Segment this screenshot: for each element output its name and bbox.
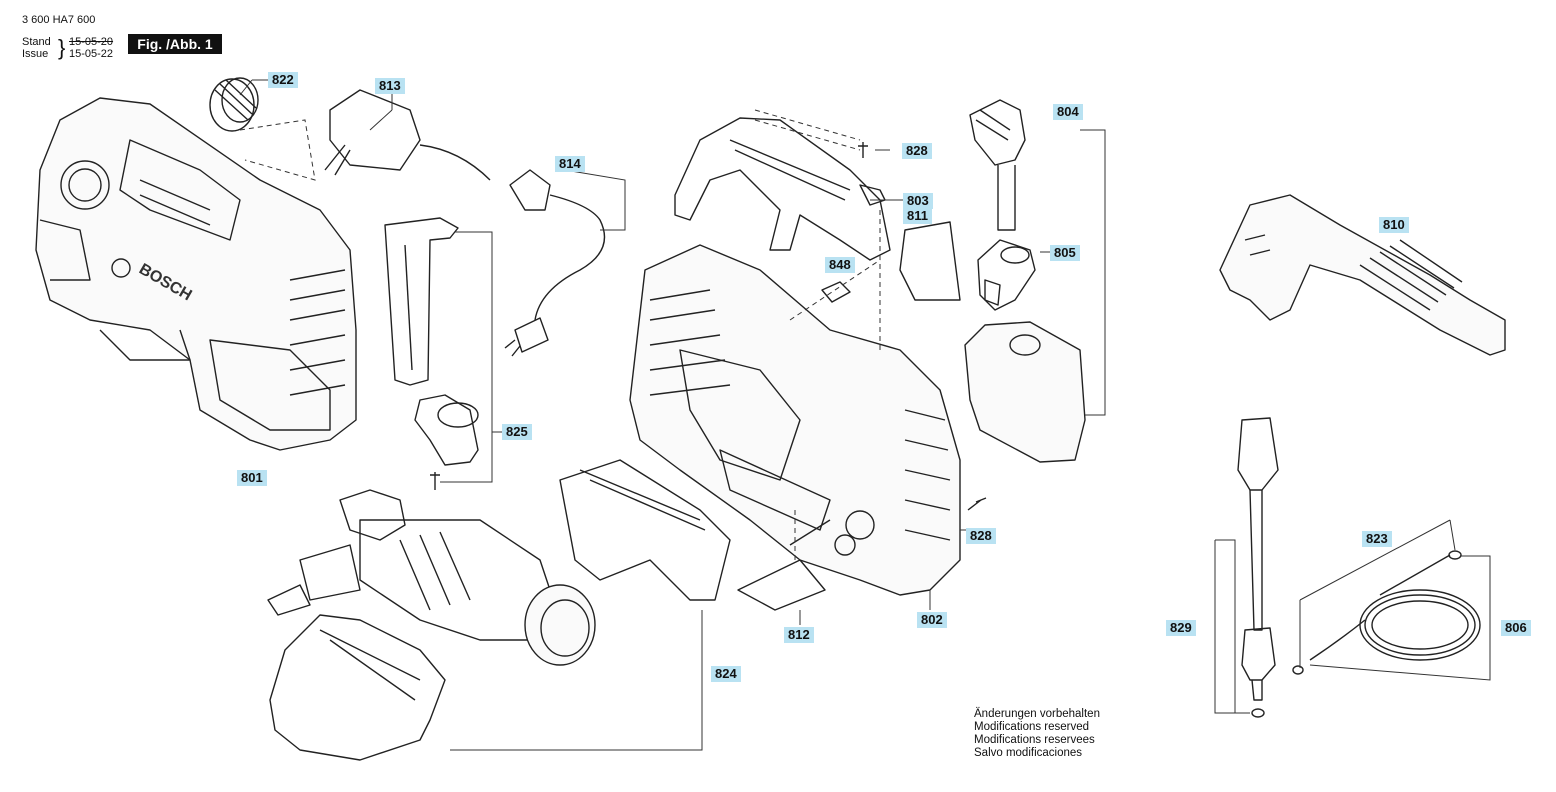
part-label-812: 812 <box>784 627 814 643</box>
part-label-825: 825 <box>502 424 532 440</box>
part-label-801: 801 <box>237 470 267 486</box>
hose-drawing <box>1251 550 1481 718</box>
power-cord-drawing <box>504 169 606 357</box>
spray-gun-drawing <box>1219 194 1506 356</box>
modification-notes: Änderungen vorbehalten Modifications res… <box>974 708 1100 760</box>
part-label-804: 804 <box>1053 104 1083 120</box>
figure-label: Fig. /Abb. 1 <box>128 34 222 54</box>
motor-pump-drawing <box>267 489 596 666</box>
issue-date: 15-05-22 <box>69 48 114 60</box>
part-label-806: 806 <box>1501 620 1531 636</box>
part-label-814: 814 <box>555 156 585 172</box>
part-label-802: 802 <box>917 612 947 628</box>
stand-label: Stand <box>22 36 51 48</box>
part-label-803: 803 <box>903 193 933 209</box>
issue-label: Issue <box>22 48 49 60</box>
spray-lance-drawing <box>1237 417 1279 701</box>
stand-date: 15-05-20 <box>69 36 114 48</box>
part-label-828-bottom: 828 <box>966 528 996 544</box>
part-label-848: 848 <box>825 257 855 273</box>
part-label-805: 805 <box>1050 245 1080 261</box>
part-label-828-top: 828 <box>902 143 932 159</box>
brace: } <box>58 35 66 60</box>
part-label-810: 810 <box>1379 217 1409 233</box>
screw-drawing <box>858 142 987 511</box>
part-label-824: 824 <box>711 666 741 682</box>
part-label-823: 823 <box>1362 531 1392 547</box>
note-en: Modifications reserved <box>974 721 1090 733</box>
label-sheet-drawing <box>899 221 961 301</box>
clamp-drawing <box>977 239 1036 311</box>
switch-knob-drawing <box>209 77 259 132</box>
part-label-829: 829 <box>1166 620 1196 636</box>
filter-sheet-drawing <box>737 559 826 611</box>
part-label-822: 822 <box>268 72 298 88</box>
front-housing-drawing <box>35 97 357 451</box>
part-label-813: 813 <box>375 78 405 94</box>
motor-cover-drawing <box>269 459 731 761</box>
doc-number: 3 600 HA7 600 <box>22 14 96 26</box>
note-de: Änderungen vorbehalten <box>974 708 1100 720</box>
note-fr: Modifications reservees <box>974 734 1095 746</box>
part-label-811: 811 <box>903 208 932 224</box>
switch-drawing <box>324 89 491 181</box>
rear-housing-drawing <box>629 244 961 596</box>
note-es: Salvo modificaciones <box>974 747 1083 759</box>
holder-drawing <box>384 217 479 490</box>
detergent-tank-drawing <box>964 99 1086 463</box>
clip-drawing <box>821 281 851 303</box>
top-cover-drawing <box>674 117 891 261</box>
